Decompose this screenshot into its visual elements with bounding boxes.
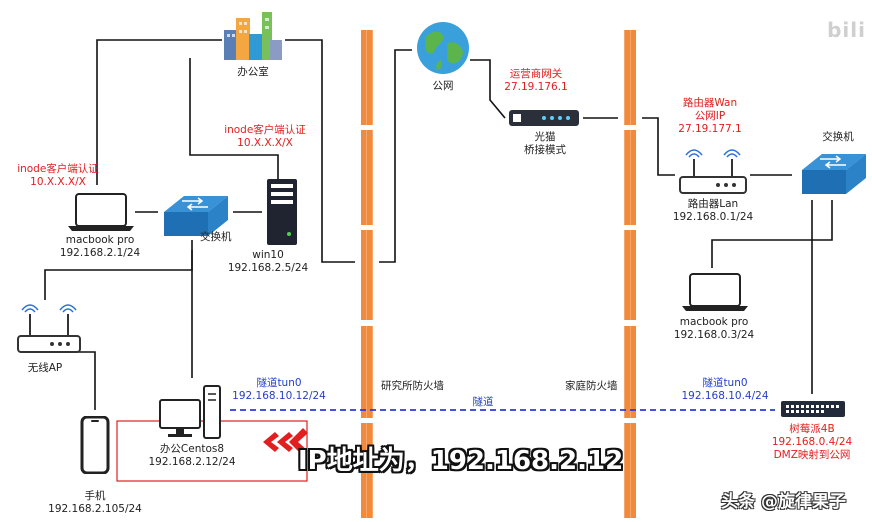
phone-ip: 192.168.2.105/24 bbox=[48, 503, 142, 515]
modem-mode: 桥接模式 bbox=[524, 144, 566, 156]
tunnel-home-ip: 192.168.10.4/24 bbox=[681, 390, 769, 402]
router-wan-label: 路由器Wan bbox=[682, 97, 738, 109]
office-macbook-ip: 192.168.2.1/24 bbox=[59, 247, 141, 259]
raspberry-ip: 192.168.0.4/24 bbox=[771, 436, 853, 448]
office-label: 办公室 bbox=[237, 66, 269, 78]
office-building-icon bbox=[224, 12, 282, 60]
office-macbook-name: macbook pro bbox=[65, 234, 135, 246]
home-macbook-ip: 192.168.0.3/24 bbox=[673, 329, 755, 341]
modem-name: 光猫 bbox=[534, 131, 556, 143]
firewall-office-wall bbox=[361, 30, 373, 518]
office-macbook-icon bbox=[68, 193, 134, 231]
office-switch-label: 交换机 bbox=[200, 231, 232, 243]
home-macbook-name: macbook pro bbox=[679, 316, 749, 328]
isp-gateway-label: 运营商网关 bbox=[509, 68, 563, 80]
smartphone-icon bbox=[80, 416, 110, 474]
router-lan-ip: 192.168.0.1/24 bbox=[672, 211, 754, 223]
router-wan-ip: 27.19.177.1 bbox=[678, 123, 742, 135]
tunnel-home-label: 隧道tun0 bbox=[702, 377, 748, 389]
centos-ip: 192.168.2.12/24 bbox=[148, 456, 236, 468]
inode-server-ip: 10.X.X.X/X bbox=[237, 137, 293, 149]
watermark: 头条 @旋律果子 bbox=[721, 492, 846, 512]
win10-ip: 192.168.2.5/24 bbox=[227, 262, 309, 274]
win10-name: win10 bbox=[252, 249, 284, 261]
home-switch-label: 交换机 bbox=[822, 131, 854, 143]
tunnel-label: 隧道 bbox=[472, 396, 494, 408]
home-macbook-icon bbox=[682, 273, 748, 311]
inode-server-label: inode客户端认证 bbox=[224, 124, 306, 136]
corner-watermark: bili bbox=[827, 18, 866, 42]
globe-icon bbox=[417, 22, 469, 74]
router-icon bbox=[679, 149, 747, 194]
phone-name: 手机 bbox=[84, 490, 106, 502]
inode-macbook-ip: 10.X.X.X/X bbox=[30, 176, 86, 188]
centos-desktop-icon bbox=[159, 385, 221, 439]
raspberry-name: 树莓派4B bbox=[789, 423, 835, 435]
isp-gateway-ip: 27.19.176.1 bbox=[504, 81, 568, 93]
raspberry-pi-icon bbox=[781, 401, 845, 417]
firewall-home-wall bbox=[624, 30, 636, 518]
raspberry-dmz: DMZ映射到公网 bbox=[773, 449, 851, 461]
overlay-caption: IP地址为，192.168.2.12 bbox=[298, 446, 624, 476]
office-switch-icon bbox=[164, 196, 228, 236]
centos-name: 办公Centos8 bbox=[159, 443, 225, 455]
tunnel-office-ip: 192.168.10.12/24 bbox=[232, 390, 326, 402]
router-lan-name: 路由器Lan bbox=[687, 198, 739, 210]
highlight-chevrons-icon bbox=[263, 428, 308, 456]
wifi-ap-label: 无线AP bbox=[27, 362, 63, 374]
win10-server-icon bbox=[267, 179, 297, 245]
internet-label: 公网 bbox=[432, 80, 454, 92]
home-switch-icon bbox=[802, 154, 866, 194]
router-wan-sublabel: 公网IP bbox=[694, 110, 726, 122]
tunnel-office-label: 隧道tun0 bbox=[256, 377, 302, 389]
wireless-ap-icon bbox=[17, 304, 81, 353]
modem-icon bbox=[509, 110, 579, 126]
firewall-office-label: 研究所防火墙 bbox=[381, 380, 444, 392]
firewall-home-label: 家庭防火墙 bbox=[565, 380, 618, 392]
inode-macbook-label: inode客户端认证 bbox=[17, 163, 99, 175]
